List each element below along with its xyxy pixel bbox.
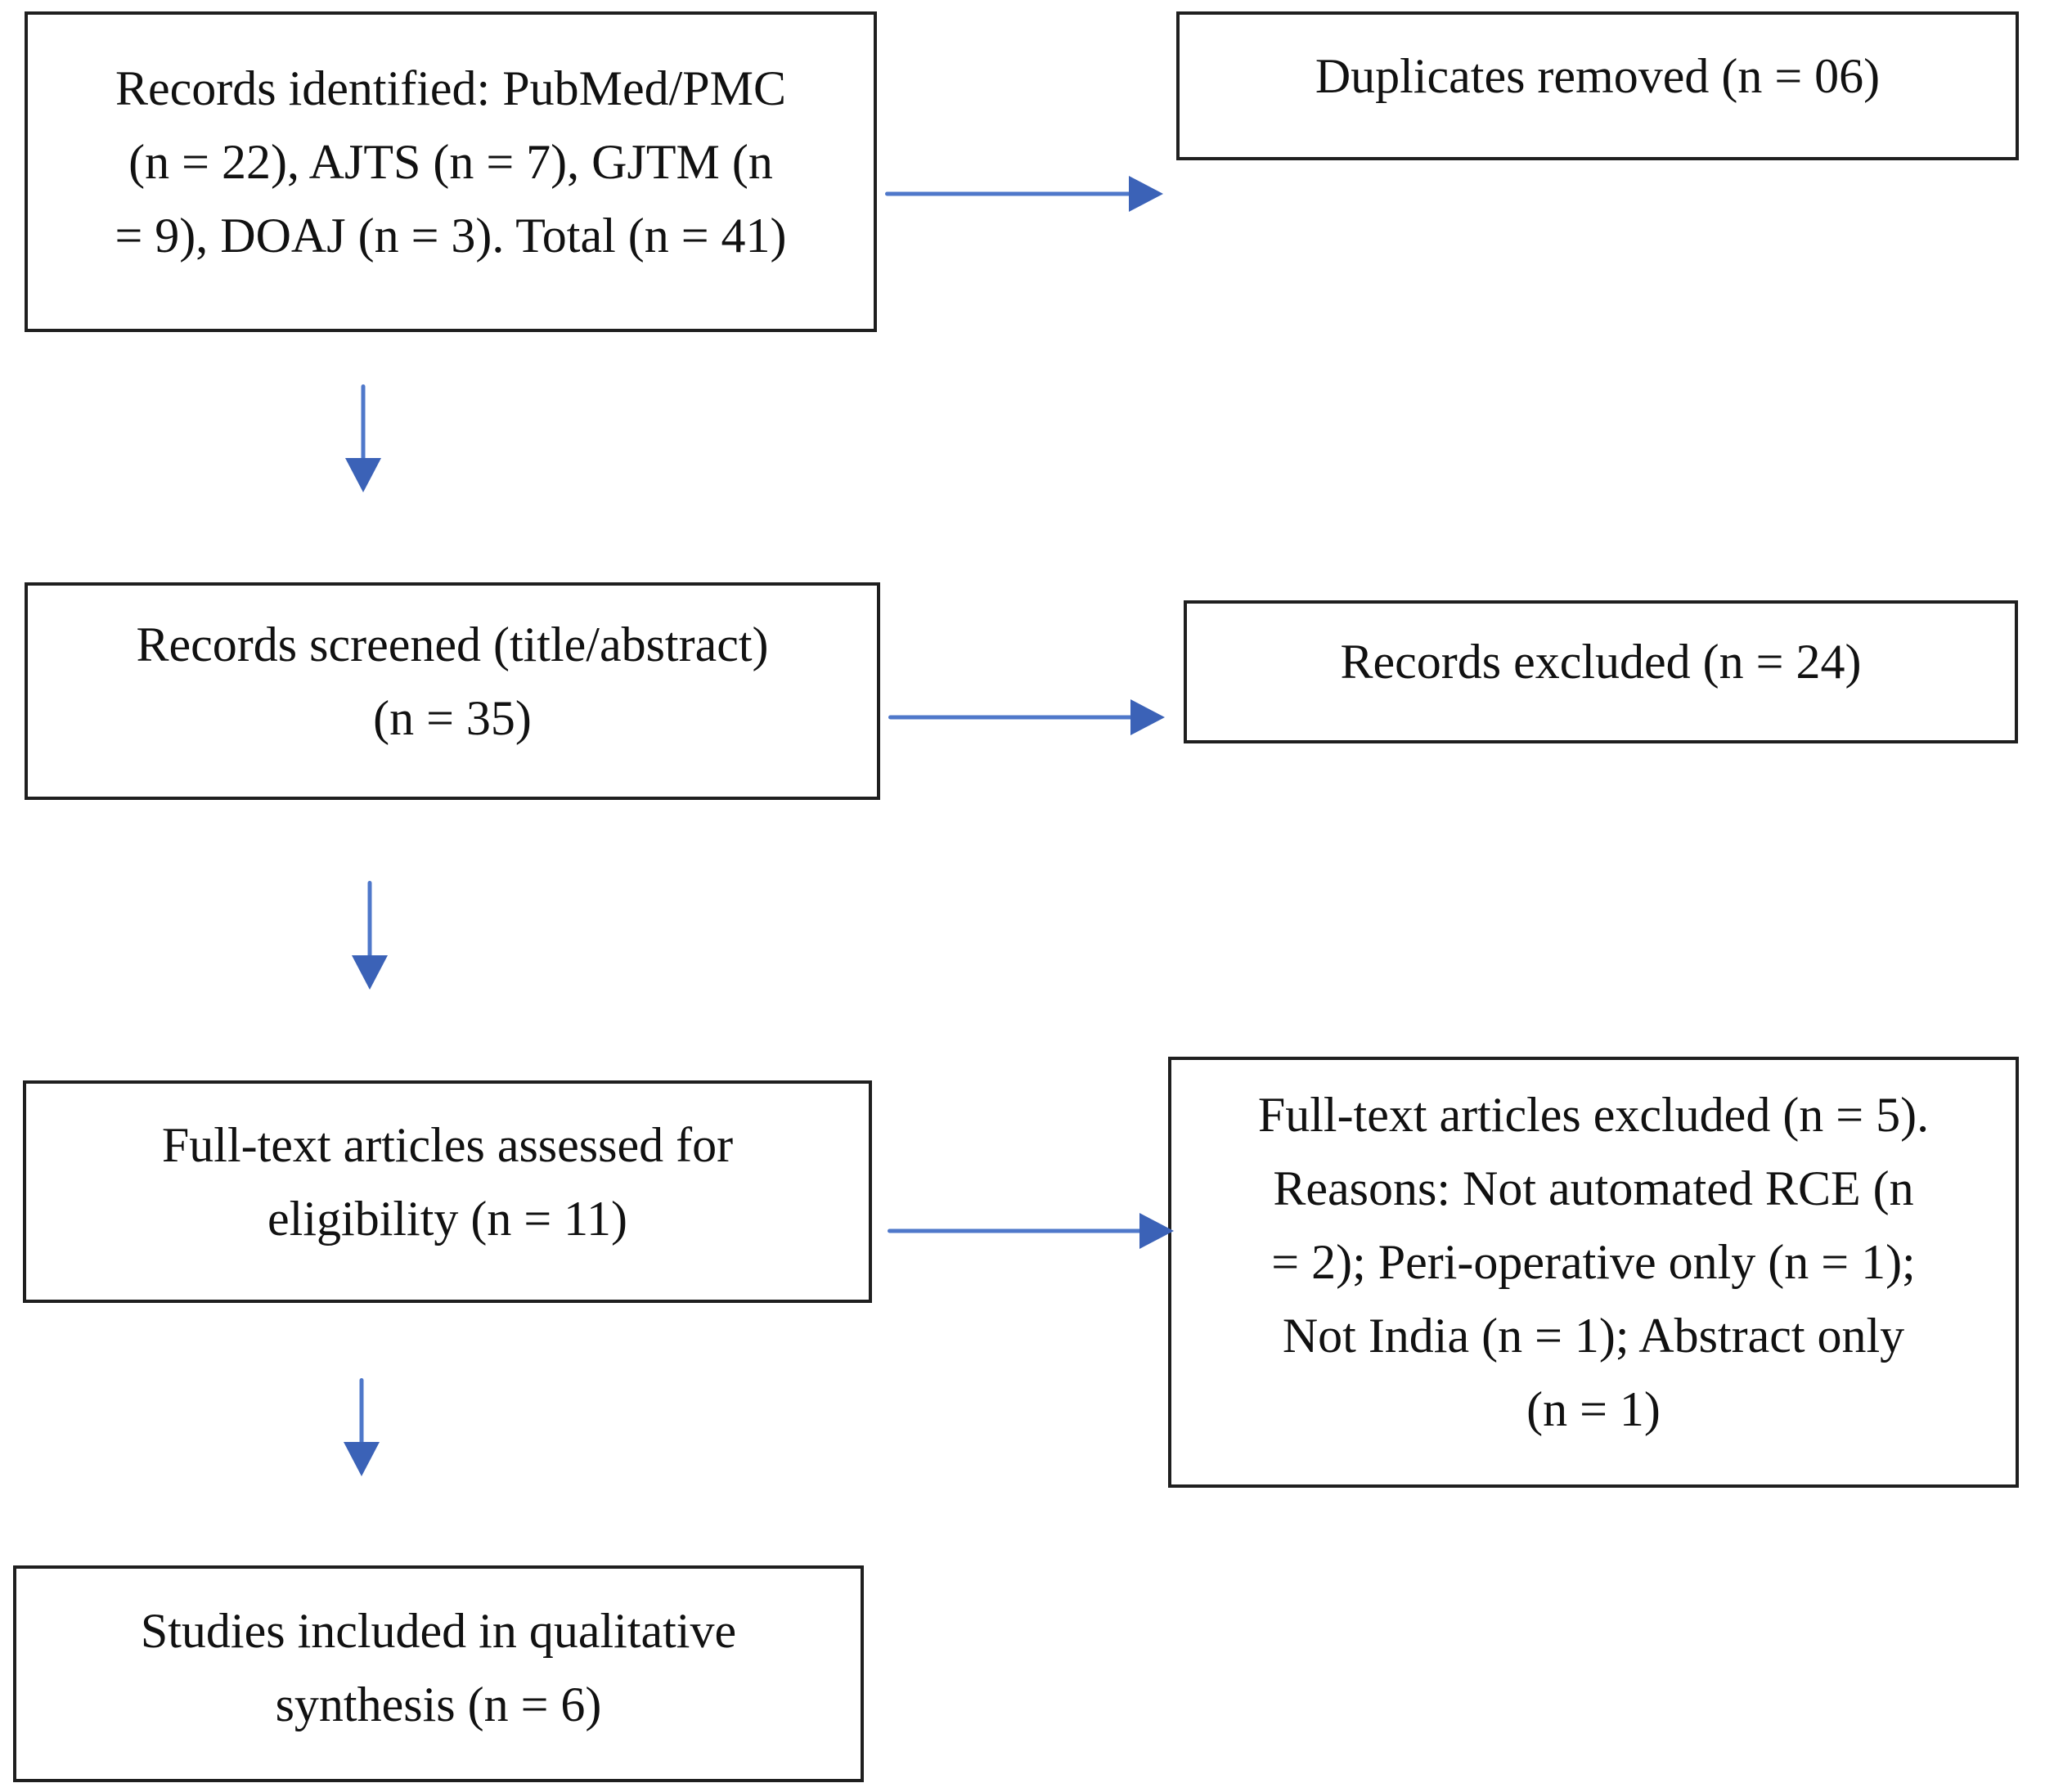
box-text-line: Studies included in qualitative bbox=[140, 1604, 737, 1658]
arrow-identified-to-screened bbox=[345, 384, 381, 492]
arrow-shaft bbox=[885, 191, 1132, 196]
box-records-identified: Records identified: PubMed/PMC (n = 22),… bbox=[25, 11, 877, 332]
box-text-line: = 9), DOAJ (n = 3). Total (n = 41) bbox=[115, 208, 787, 263]
box-text-line: (n = 22), AJTS (n = 7), GJTM (n bbox=[128, 134, 773, 189]
arrow-down-head bbox=[352, 955, 388, 990]
box-text-line: eligibility (n = 11) bbox=[267, 1191, 627, 1246]
box-duplicates-removed: Duplicates removed (n = 06) bbox=[1176, 11, 2019, 160]
arrow-shaft bbox=[359, 1378, 364, 1445]
arrow-down-head bbox=[344, 1442, 380, 1476]
arrow-shaft bbox=[888, 715, 1134, 720]
box-text-line: = 2); Peri-operative only (n = 1); bbox=[1271, 1235, 1916, 1289]
box-records-excluded: Records excluded (n = 24) bbox=[1184, 600, 2018, 743]
box-text-line: Duplicates removed (n = 06) bbox=[1315, 48, 1881, 103]
box-text-line: synthesis (n = 6) bbox=[275, 1677, 602, 1731]
arrow-right-head bbox=[1139, 1213, 1174, 1249]
box-fulltext-assessed: Full-text articles assessed for eligibil… bbox=[23, 1080, 872, 1303]
box-text-line: (n = 35) bbox=[373, 690, 532, 745]
arrow-right-head bbox=[1130, 699, 1165, 735]
arrow-shaft bbox=[361, 384, 366, 461]
box-text-line: Full-text articles excluded (n = 5). bbox=[1257, 1088, 1930, 1142]
arrow-shaft bbox=[367, 881, 372, 959]
box-text-line: (n = 1) bbox=[1526, 1382, 1661, 1436]
arrow-shaft bbox=[888, 1228, 1143, 1233]
box-fulltext-excluded: Full-text articles excluded (n = 5). Rea… bbox=[1168, 1057, 2019, 1488]
box-text-line: Records excluded (n = 24) bbox=[1340, 635, 1862, 689]
arrow-screened-to-fulltext bbox=[352, 881, 388, 990]
arrow-identified-to-duplicates bbox=[885, 176, 1163, 212]
box-text-line: Full-text articles assessed for bbox=[161, 1117, 734, 1172]
arrow-fulltext-to-included bbox=[344, 1378, 380, 1476]
arrow-right-head bbox=[1129, 176, 1163, 212]
box-text-line: Reasons: Not automated RCE (n bbox=[1273, 1161, 1914, 1215]
box-text-line: Records identified: PubMed/PMC bbox=[115, 61, 786, 115]
arrow-fulltext-to-excluded bbox=[888, 1213, 1174, 1249]
box-studies-included: Studies included in qualitative synthesi… bbox=[13, 1565, 864, 1782]
box-text-line: Not India (n = 1); Abstract only bbox=[1282, 1309, 1905, 1363]
box-text-line: Records screened (title/abstract) bbox=[136, 617, 769, 671]
arrow-down-head bbox=[345, 458, 381, 492]
arrow-screened-to-excluded bbox=[888, 699, 1165, 735]
box-records-screened: Records screened (title/abstract) (n = 3… bbox=[25, 582, 880, 800]
